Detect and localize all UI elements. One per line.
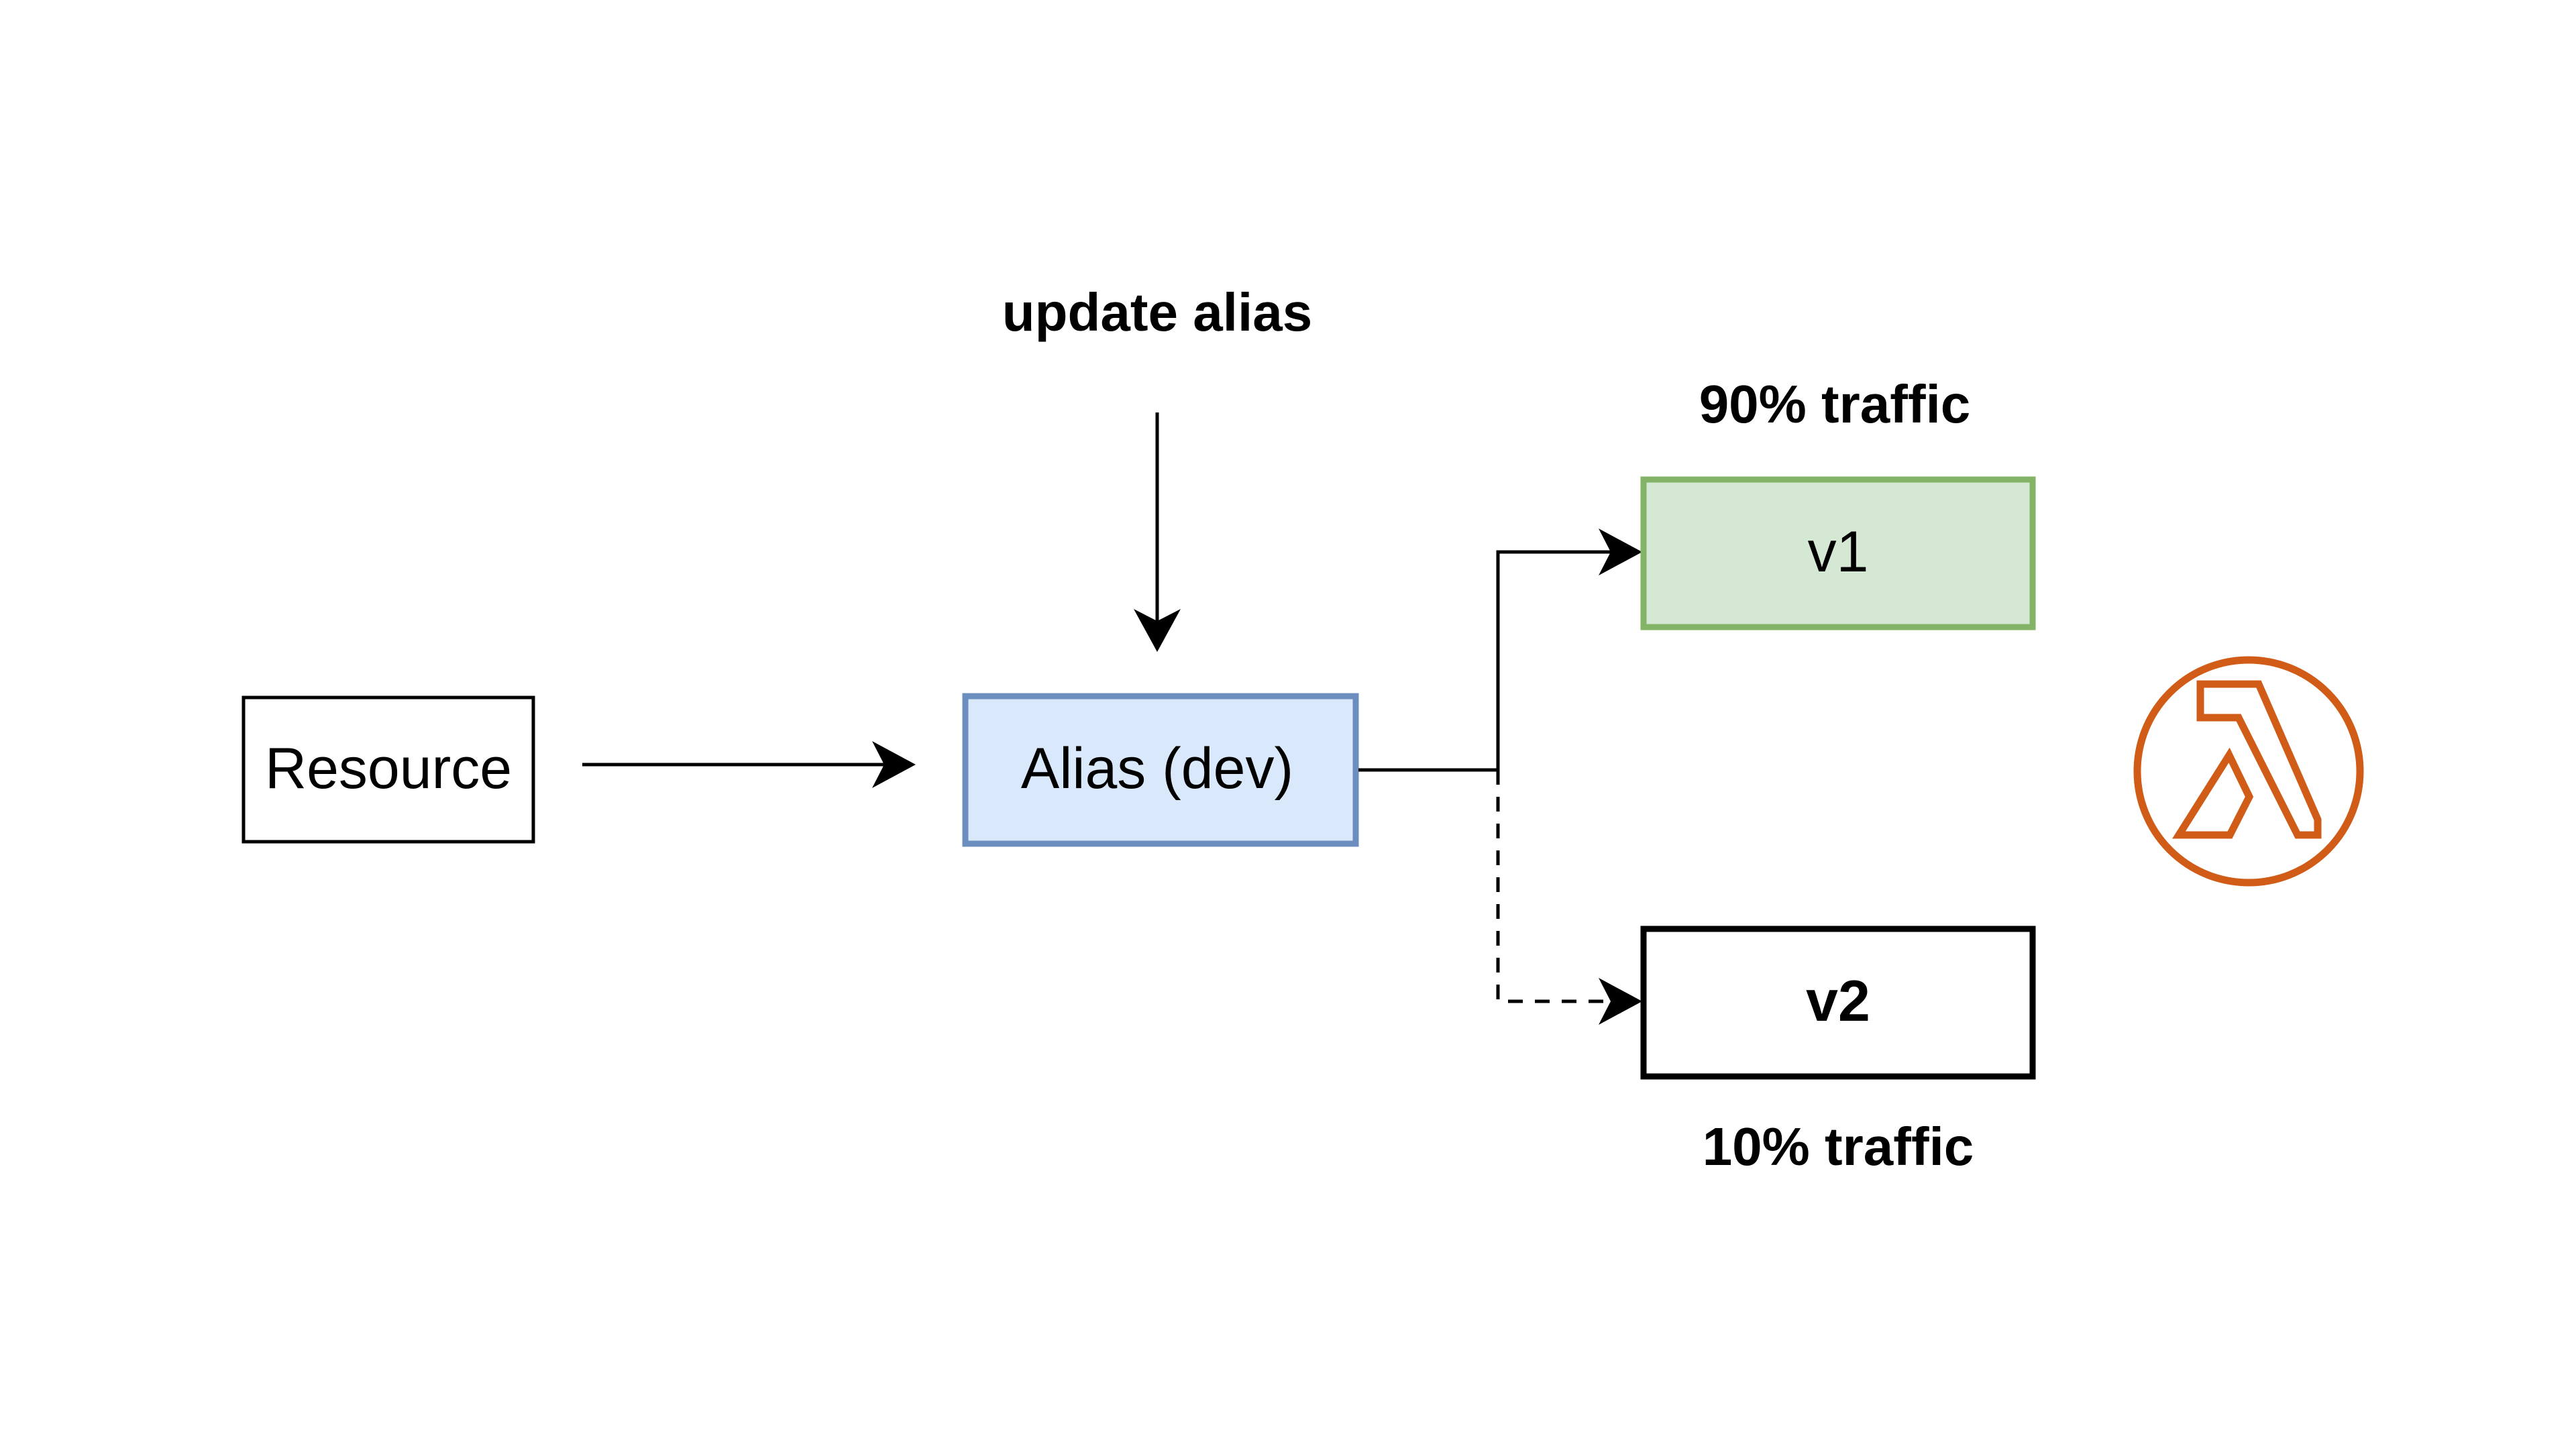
v2-traffic-label: 10% traffic — [1703, 1117, 1974, 1176]
v1-label: v1 — [1808, 520, 1869, 584]
alias-to-v2-arrow — [1496, 770, 1642, 1025]
alias-to-v1-arrow — [1358, 528, 1642, 772]
resource-to-alias-arrow — [582, 741, 916, 788]
alias-label: Alias (dev) — [1021, 736, 1293, 801]
resource-node[interactable]: Resource — [241, 695, 535, 844]
alias-node[interactable]: Alias (dev) — [962, 693, 1359, 847]
aws-lambda-icon — [2133, 656, 2364, 887]
v2-label: v2 — [1806, 969, 1870, 1034]
resource-label: Resource — [265, 736, 512, 801]
update-alias-label: update alias — [1002, 282, 1312, 342]
v1-node[interactable]: v1 — [1640, 476, 2036, 630]
v2-node[interactable]: v2 — [1640, 926, 2036, 1080]
update-alias-arrow — [1134, 412, 1181, 652]
v1-traffic-label: 90% traffic — [1699, 374, 1971, 434]
